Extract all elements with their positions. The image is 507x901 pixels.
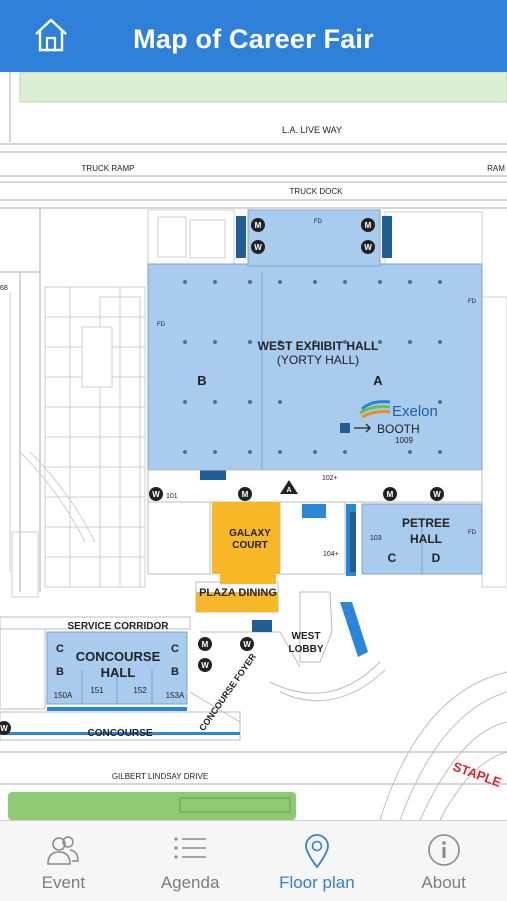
- street-truck-ramp-right: RAM: [487, 164, 505, 173]
- marker-a: A: [286, 487, 291, 494]
- galaxy-court-label-1: GALAXY: [229, 528, 271, 539]
- tab-bar: Event Agenda Floor plan About: [0, 820, 507, 901]
- street-truck-dock: TRUCK DOCK: [290, 187, 344, 196]
- petree-hall-label-1: PETREE: [402, 516, 450, 530]
- concourse-label: CONCOURSE: [87, 728, 152, 739]
- marker-w: W: [433, 490, 441, 499]
- concourse-c-right: C: [171, 643, 179, 655]
- room-151-label: 151: [90, 686, 104, 695]
- tab-event[interactable]: Event: [0, 821, 127, 901]
- tab-floor-plan[interactable]: Floor plan: [254, 821, 381, 901]
- street-truck-ramp: TRUCK RAMP: [82, 164, 135, 173]
- info-icon: [427, 834, 460, 866]
- fd-label-left: FD: [157, 322, 166, 328]
- west-exhibit-hall-label: WEST EXHIBIT HALL: [258, 339, 379, 353]
- booth-marker[interactable]: [340, 423, 350, 433]
- marker-w: W: [254, 243, 262, 252]
- marker-w: W: [0, 724, 8, 733]
- street-gilbert-lindsay: GILBERT LINDSAY DRIVE: [112, 772, 208, 781]
- hall-a-label: A: [373, 373, 383, 388]
- concourse-b-right: B: [171, 666, 179, 678]
- marker-w: W: [243, 640, 251, 649]
- tab-floor-plan-label: Floor plan: [279, 873, 355, 892]
- room-103-label: 103: [370, 535, 382, 542]
- fd-label-right: FD: [468, 299, 477, 305]
- booth-number: 1009: [395, 436, 413, 445]
- tab-about[interactable]: About: [380, 821, 507, 901]
- west-lobby-label-1: WEST: [292, 631, 321, 642]
- fd-label-top: FD: [314, 219, 323, 225]
- concourse-c-left: C: [56, 643, 64, 655]
- tab-agenda[interactable]: Agenda: [127, 821, 254, 901]
- marker-m: M: [387, 490, 394, 499]
- marker-w: W: [201, 661, 209, 670]
- concourse-hall-label-1: CONCOURSE: [76, 649, 161, 664]
- exelon-logo: [359, 400, 391, 419]
- tab-about-label: About: [421, 873, 466, 892]
- marker-w: W: [152, 490, 160, 499]
- petree-d-label: D: [432, 551, 441, 565]
- floor-plan-map[interactable]: L.A. LIVE WAY TRUCK RAMP RAM TRUCK DOCK …: [0, 72, 507, 820]
- service-corridor-label: SERVICE CORRIDOR: [68, 621, 170, 632]
- floor-plan-drawing: L.A. LIVE WAY TRUCK RAMP RAM TRUCK DOCK …: [0, 72, 507, 820]
- concourse-b-left: B: [56, 666, 64, 678]
- tab-agenda-label: Agenda: [160, 873, 220, 892]
- people-icon: [47, 836, 80, 865]
- concourse-hall-label-2: HALL: [101, 665, 136, 680]
- app-header: Map of Career Fair: [0, 0, 507, 72]
- room-150a-label: 150A: [54, 691, 73, 700]
- staples-center-label: STAPLE: [451, 759, 504, 790]
- street-la-live-way: L.A. LIVE WAY: [282, 125, 342, 135]
- hall-b-label: B: [197, 373, 206, 388]
- home-icon[interactable]: [32, 16, 70, 54]
- petree-hall-label-2: HALL: [410, 532, 442, 546]
- fd-label-petree: FD: [468, 530, 477, 536]
- room-101-label: 101: [166, 493, 178, 500]
- location-pin-icon: [304, 834, 329, 869]
- room-153a-label: 153A: [166, 691, 185, 700]
- room-102-label: 102+: [322, 475, 338, 482]
- yorty-hall-label: (YORTY HALL): [277, 353, 359, 367]
- marker-m: M: [255, 221, 262, 230]
- room-104-label: 104+: [323, 551, 339, 558]
- west-lobby-label-2: LOBBY: [289, 644, 324, 655]
- exelon-text: Exelon: [392, 403, 438, 420]
- marker-m: M: [242, 490, 249, 499]
- marker-w: W: [364, 243, 372, 252]
- plaza-dining-label: PLAZA DINING: [199, 587, 277, 599]
- petree-c-label: C: [388, 551, 397, 565]
- marker-m: M: [202, 640, 209, 649]
- marker-m: M: [365, 221, 372, 230]
- room-152-label: 152: [133, 686, 147, 695]
- left-edge-label: 68: [0, 285, 8, 292]
- booth-label: BOOTH: [377, 422, 420, 436]
- page-title: Map of Career Fair: [133, 24, 374, 54]
- galaxy-court-label-2: COURT: [232, 540, 268, 551]
- list-icon: [174, 837, 207, 859]
- tab-event-label: Event: [41, 873, 86, 892]
